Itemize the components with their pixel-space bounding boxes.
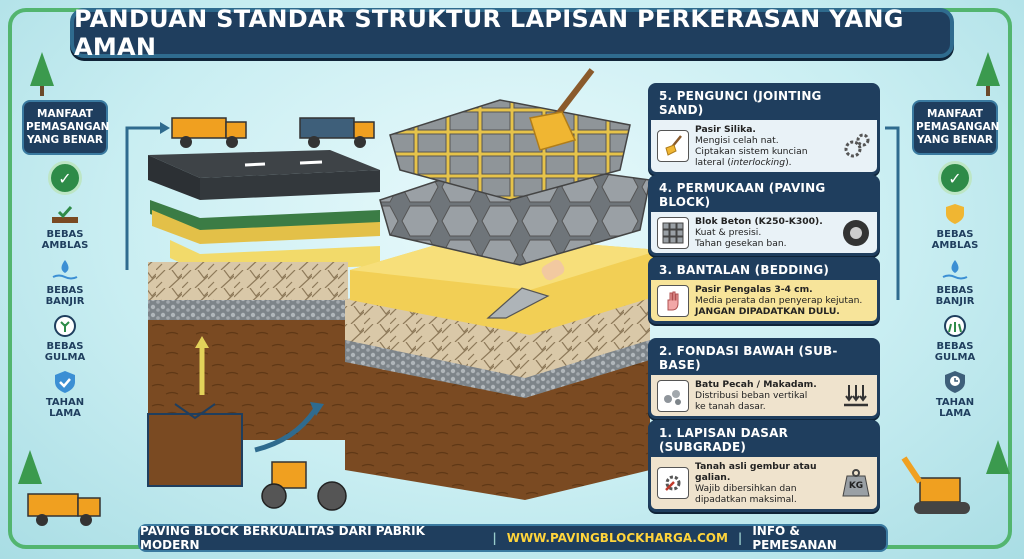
benefit-item: BEBAS AMBLAS (912, 201, 998, 251)
weight-icon: KG (841, 468, 871, 498)
benefit-item: BEBAS BANJIR (912, 257, 998, 307)
water-drop-icon (52, 260, 78, 280)
layer-card-5-jointing-sand: 5. PENGUNCI (JOINTING SAND) Pasir Silika… (648, 83, 880, 175)
footer-contact-info: INFO & PEMESANAN (752, 524, 837, 552)
right-benefits-panel: MANFAAT PEMASANGAN YANG BENAR ✓ BEBAS AM… (912, 100, 999, 460)
shield-icon (946, 204, 964, 224)
benefit-item: BEBAS GULMA (22, 313, 108, 363)
broom-icon (657, 130, 689, 162)
checkmark-icon: ✓ (48, 161, 82, 195)
footer-separator: | (492, 531, 497, 545)
stones-icon (657, 379, 689, 412)
layer-card-heading: 4. PERMUKAAN (PAVING BLOCK) (651, 178, 877, 212)
tire-icon (843, 219, 869, 246)
water-drop-icon (942, 260, 968, 280)
weed-icon (54, 315, 76, 337)
shield-clock-icon (945, 371, 965, 393)
grid-blocks-icon (657, 216, 689, 249)
shield-check-icon (55, 371, 75, 393)
benefit-item: TAHAN LAMA (912, 369, 998, 419)
layer-card-heading: 5. PENGUNCI (JOINTING SAND) (651, 86, 877, 120)
footer-website-link[interactable]: WWW.PAVINGBLOCKHARGA.COM (506, 531, 728, 545)
footer-banner: PAVING BLOCK BERKUALITAS DARI PABRIK MOD… (138, 524, 888, 552)
layer-card-2-sub-base: 2. FONDASI BAWAH (SUB-BASE) Batu Pecah /… (648, 338, 880, 419)
right-panel-heading: MANFAAT PEMASANGAN YANG BENAR (912, 100, 999, 155)
layer-card-heading: 1. LAPISAN DASAR (SUBGRADE) (651, 423, 877, 457)
load-arrows-icon (844, 384, 868, 406)
left-panel-heading: MANFAAT PEMASANGAN YANG BENAR (22, 100, 109, 155)
gears-icon (844, 133, 870, 158)
grass-icon (944, 315, 966, 337)
layer-card-1-subgrade: 1. LAPISAN DASAR (SUBGRADE) Tanah asli g… (648, 420, 880, 512)
title-banner: PANDUAN STANDAR STRUKTUR LAPISAN PERKERA… (70, 5, 954, 61)
page-title: PANDUAN STANDAR STRUKTUR LAPISAN PERKERA… (74, 5, 904, 61)
checkmark-icon: ✓ (938, 161, 972, 195)
footer-tagline: PAVING BLOCK BERKUALITAS DARI PABRIK MOD… (140, 524, 425, 552)
benefit-item: TAHAN LAMA (22, 369, 108, 419)
layer-card-heading: 2. FONDASI BAWAH (SUB-BASE) (651, 341, 877, 375)
hand-stop-icon (657, 284, 689, 317)
benefit-item: BEBAS BANJIR (22, 257, 108, 307)
gear-wrench-icon (657, 467, 689, 499)
left-benefits-panel: MANFAAT PEMASANGAN YANG BENAR ✓ BEBAS AM… (22, 100, 109, 460)
layer-card-3-bedding: 3. BANTALAN (BEDDING) Pasir Pengalas 3-4… (648, 257, 880, 324)
footer-separator: | (737, 531, 743, 545)
benefit-item: BEBAS AMBLAS (22, 201, 108, 251)
layer-card-heading: 3. BANTALAN (BEDDING) (651, 260, 877, 280)
ground-check-icon (52, 206, 78, 223)
benefit-item: BEBAS GULMA (912, 313, 998, 363)
layer-card-4-paving-block: 4. PERMUKAAN (PAVING BLOCK) Blok Beton (… (648, 175, 880, 256)
